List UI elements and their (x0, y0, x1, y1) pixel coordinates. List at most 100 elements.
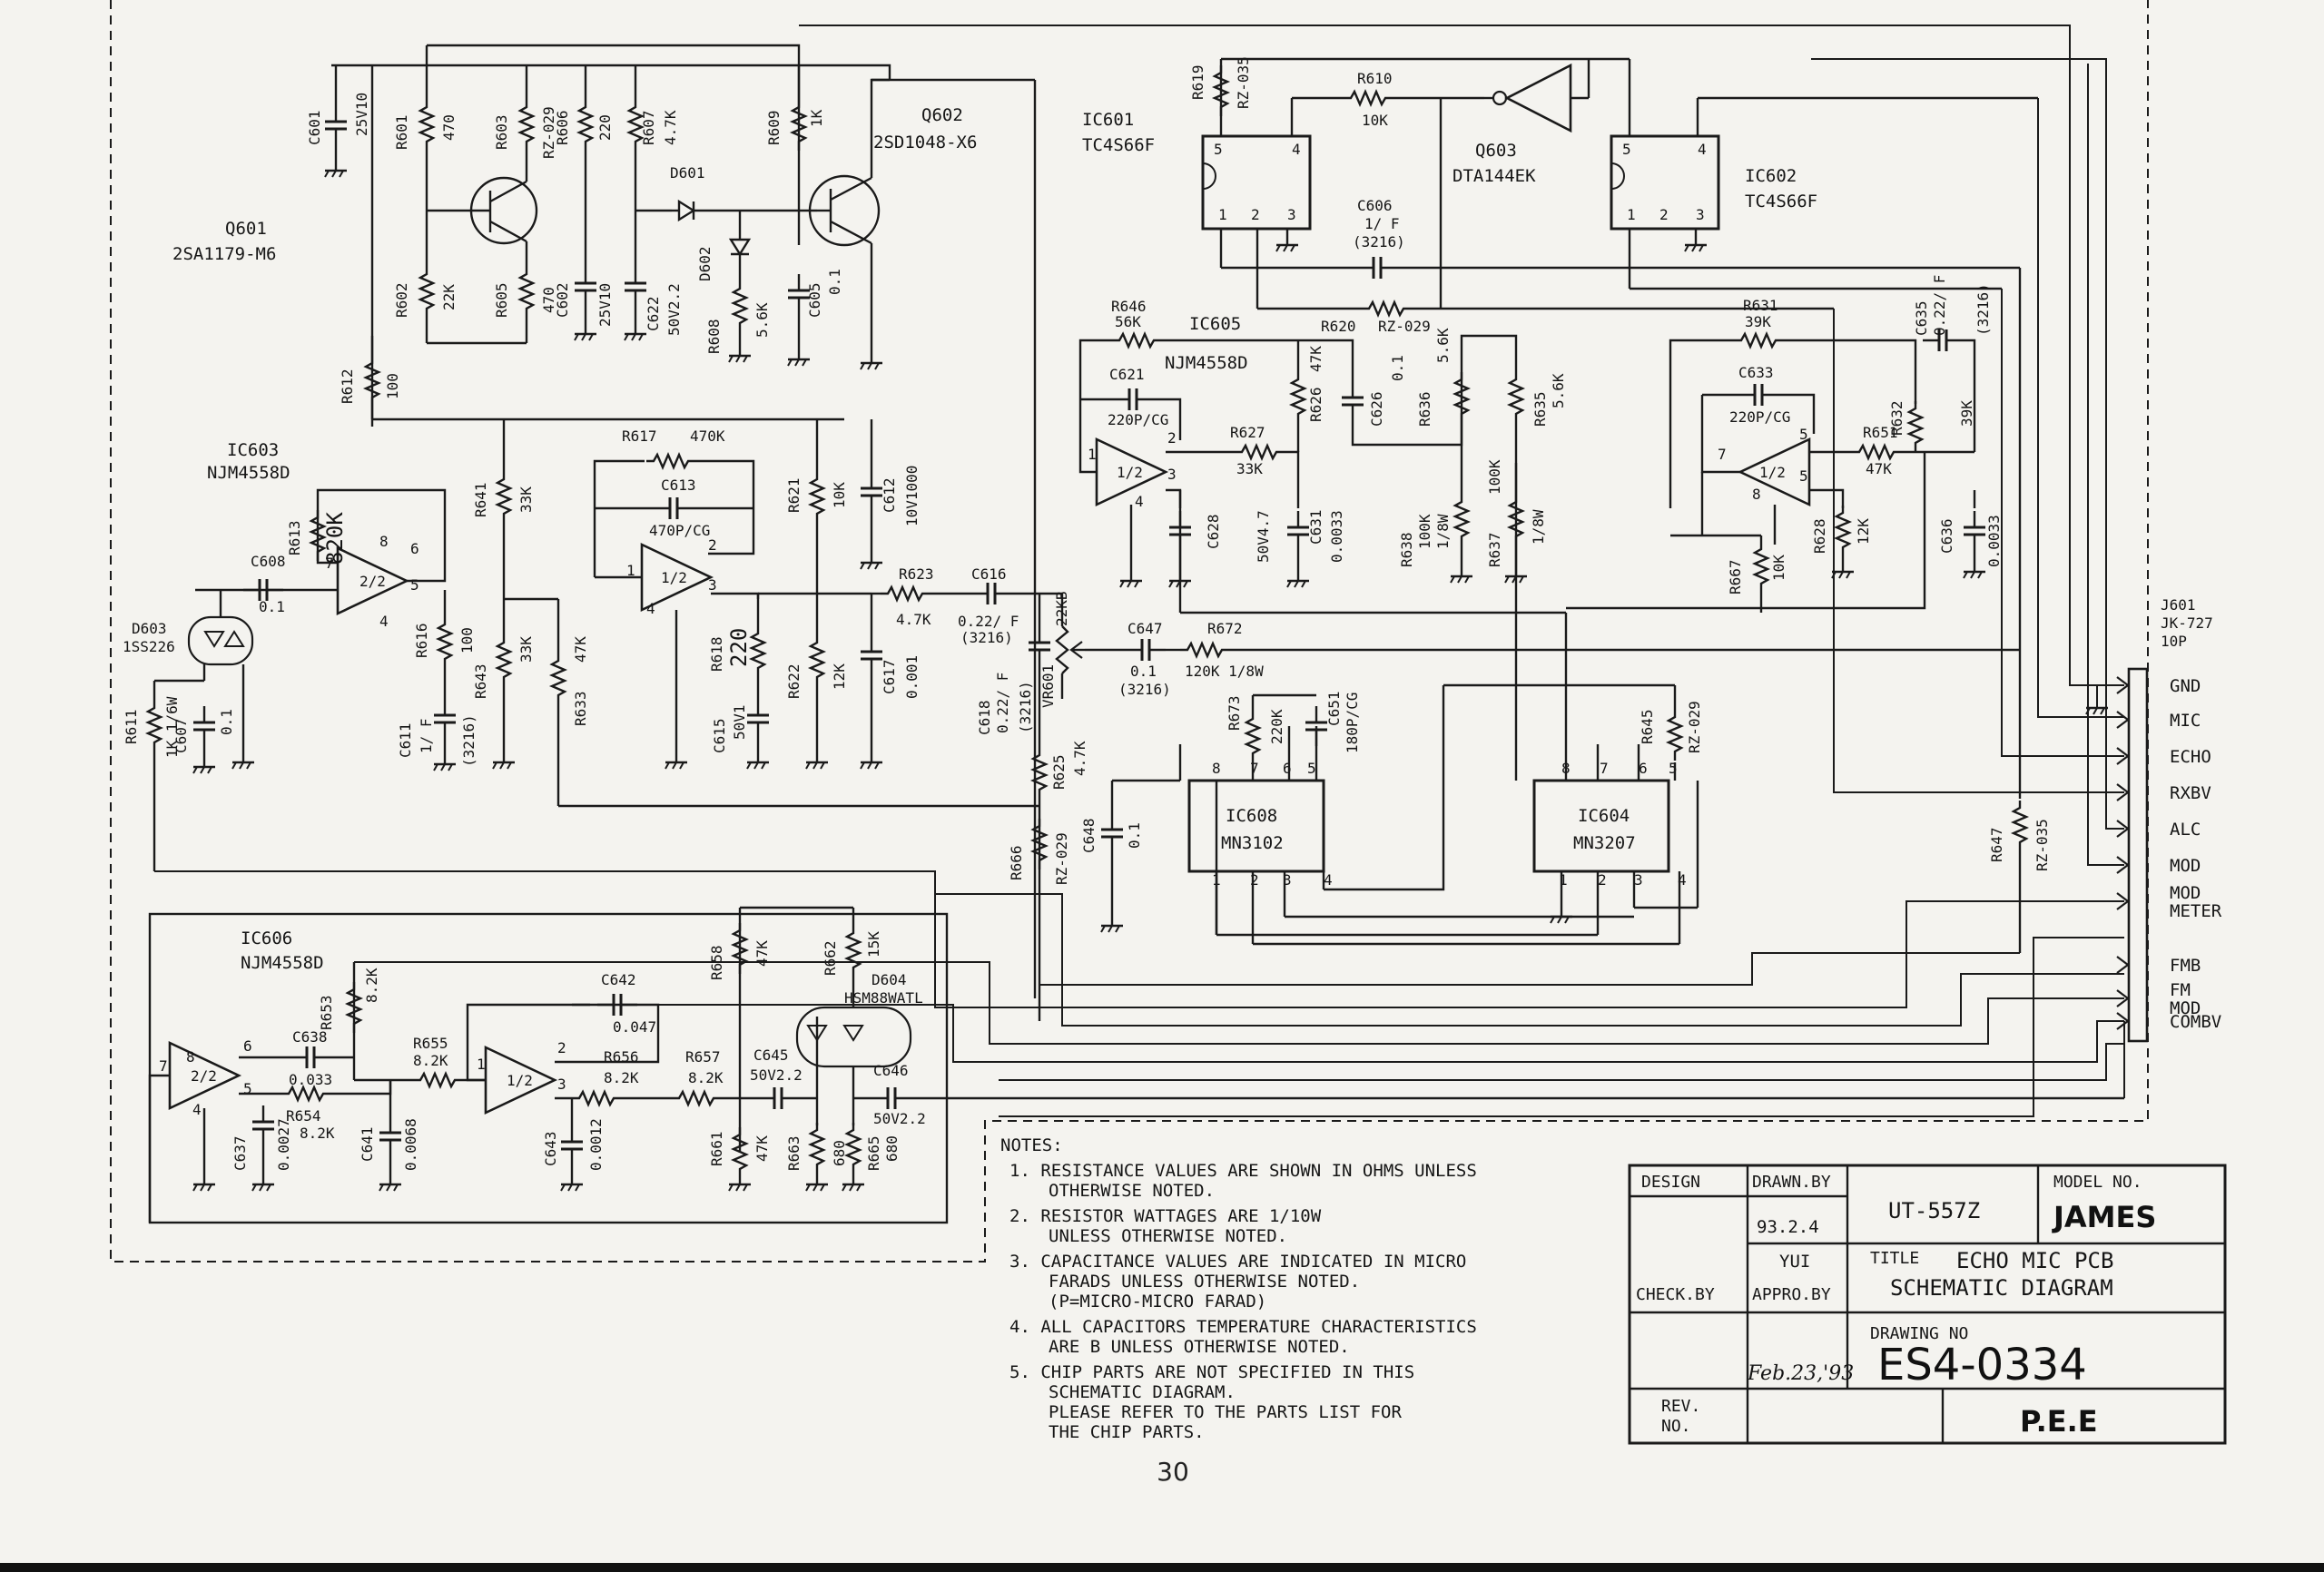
svg-text:R635: R635 (1531, 391, 1549, 427)
svg-text:RZ-029: RZ-029 (1378, 318, 1431, 335)
svg-text:470K: 470K (690, 427, 725, 445)
svg-text:R638: R638 (1398, 532, 1415, 567)
feedback-line: C647 0.1 (3216) R672 120K 1/8W (1085, 620, 2020, 698)
svg-text:3: 3 (1287, 206, 1296, 223)
supply-rail (331, 64, 891, 80)
svg-text:NJM4558D: NJM4558D (207, 463, 290, 483)
svg-text:(3216): (3216) (460, 714, 478, 767)
svg-text:5: 5 (410, 576, 419, 594)
svg-text:R655: R655 (413, 1035, 448, 1052)
check-by-label: CHECK.BY (1636, 1285, 1715, 1304)
svg-text:R645: R645 (1639, 709, 1656, 744)
svg-text:0.0068: 0.0068 (402, 1118, 419, 1171)
svg-text:0.0033: 0.0033 (1328, 510, 1345, 563)
model-no: JAMES (2052, 1200, 2156, 1234)
svg-text:C648: C648 (1080, 818, 1098, 853)
svg-text:4: 4 (1698, 141, 1707, 158)
svg-text:(3216): (3216) (1118, 681, 1171, 698)
q601-stage: C601 25V10 R601 470 R602 22K Q601 2SA117… (172, 44, 1037, 998)
connector-pin-arrow (2116, 892, 2130, 910)
connector-pin-arrow (2116, 856, 2130, 874)
svg-text:470: 470 (440, 114, 458, 141)
rev-no-label: NO. (1661, 1417, 1691, 1436)
svg-text:1/8W: 1/8W (1530, 509, 1547, 545)
vr601-stage: VR601 22KB C618 0.22/ F (3216) R625 4.7K… (976, 591, 1180, 1021)
svg-text:R646: R646 (1111, 298, 1147, 315)
svg-text:4: 4 (192, 1101, 202, 1118)
svg-text:IC603: IC603 (227, 440, 279, 460)
svg-text:3: 3 (1634, 871, 1643, 889)
svg-text:C612: C612 (881, 477, 898, 513)
svg-text:(3216): (3216) (1017, 681, 1034, 733)
svg-text:R606: R606 (554, 110, 571, 145)
connector-pin-label: ALC (2170, 820, 2201, 840)
svg-text:15K: 15K (865, 931, 882, 958)
svg-text:R612: R612 (339, 368, 356, 404)
page-number: 30 (1157, 1457, 1189, 1487)
svg-text:50V2.2: 50V2.2 (665, 283, 683, 336)
svg-text:0.1: 0.1 (826, 269, 843, 295)
svg-text:5: 5 (1214, 141, 1223, 158)
svg-text:R616: R616 (413, 623, 430, 658)
svg-text:RZ-035: RZ-035 (2034, 819, 2051, 871)
svg-text:R643: R643 (472, 663, 489, 699)
svg-text:C645: C645 (753, 1046, 789, 1064)
svg-text:10K: 10K (831, 482, 848, 508)
notes-block: NOTES: 1. RESISTANCE VALUES ARE SHOWN IN… (1000, 1135, 1477, 1442)
svg-text:1: 1 (477, 1056, 486, 1073)
model-no-label: MODEL NO. (2053, 1173, 2142, 1192)
svg-text:C615: C615 (711, 718, 728, 753)
svg-text:HSM88WATL: HSM88WATL (844, 989, 923, 1007)
scan-edge (0, 1563, 2324, 1572)
svg-text:R623: R623 (899, 565, 934, 583)
svg-text:0.22/ F: 0.22/ F (958, 613, 1019, 630)
svg-text:1SS226: 1SS226 (123, 638, 175, 655)
note-line: 2. RESISTOR WATTAGES ARE 1/10W (1009, 1206, 1322, 1226)
svg-text:5: 5 (243, 1080, 252, 1097)
r647-stage: R647 RZ-035 (1988, 268, 2051, 953)
connector-pin-label: FMB (2170, 956, 2201, 976)
drawing-no-label: DRAWING NO (1870, 1324, 1968, 1343)
svg-text:C637: C637 (231, 1135, 249, 1171)
svg-text:120K 1/8W: 120K 1/8W (1185, 663, 1264, 680)
svg-text:4: 4 (379, 613, 389, 630)
svg-text:IC605: IC605 (1189, 314, 1241, 334)
svg-text:5.6K: 5.6K (1550, 373, 1567, 408)
svg-text:10V1000: 10V1000 (903, 466, 921, 526)
svg-text:0.1: 0.1 (1126, 822, 1143, 849)
svg-text:R647: R647 (1988, 827, 2005, 862)
svg-text:C618: C618 (976, 700, 993, 735)
svg-text:220K: 220K (1268, 709, 1285, 744)
svg-text:5: 5 (1622, 141, 1631, 158)
svg-text:47K: 47K (753, 1135, 771, 1162)
note-line: 1. RESISTANCE VALUES ARE SHOWN IN OHMS U… (1009, 1161, 1477, 1181)
svg-text:R613: R613 (286, 520, 303, 555)
svg-text:R651: R651 (1863, 424, 1898, 441)
svg-text:C635: C635 (1913, 300, 1930, 336)
svg-text:DTA144EK: DTA144EK (1452, 166, 1536, 186)
rev-label: REV. (1661, 1397, 1700, 1416)
drawing-no: ES4-0334 (1877, 1340, 2087, 1390)
svg-text:C601: C601 (306, 110, 323, 145)
svg-text:JK-727: JK-727 (2161, 614, 2213, 632)
svg-text:IC608: IC608 (1226, 806, 1277, 826)
svg-text:10K: 10K (1362, 112, 1388, 129)
svg-text:C608: C608 (251, 553, 286, 570)
svg-text:100: 100 (458, 627, 476, 653)
svg-text:1K 1/6W: 1K 1/6W (163, 696, 181, 758)
svg-text:4: 4 (1292, 141, 1301, 158)
svg-text:0.0012: 0.0012 (587, 1118, 605, 1171)
svg-text:4: 4 (1678, 871, 1687, 889)
svg-text:R603: R603 (493, 114, 510, 150)
svg-text:C642: C642 (601, 971, 636, 988)
svg-text:6: 6 (243, 1037, 252, 1055)
connector-pin-label: MOD (2170, 998, 2201, 1018)
svg-text:0.033: 0.033 (289, 1071, 332, 1088)
note-line: 4. ALL CAPACITORS TEMPERATURE CHARACTERI… (1009, 1317, 1477, 1337)
svg-text:C646: C646 (873, 1062, 909, 1079)
svg-text:47K: 47K (753, 940, 771, 967)
svg-text:Q601: Q601 (225, 219, 267, 239)
svg-text:R618: R618 (708, 636, 725, 672)
connector-pin-label: GND (2170, 676, 2201, 696)
